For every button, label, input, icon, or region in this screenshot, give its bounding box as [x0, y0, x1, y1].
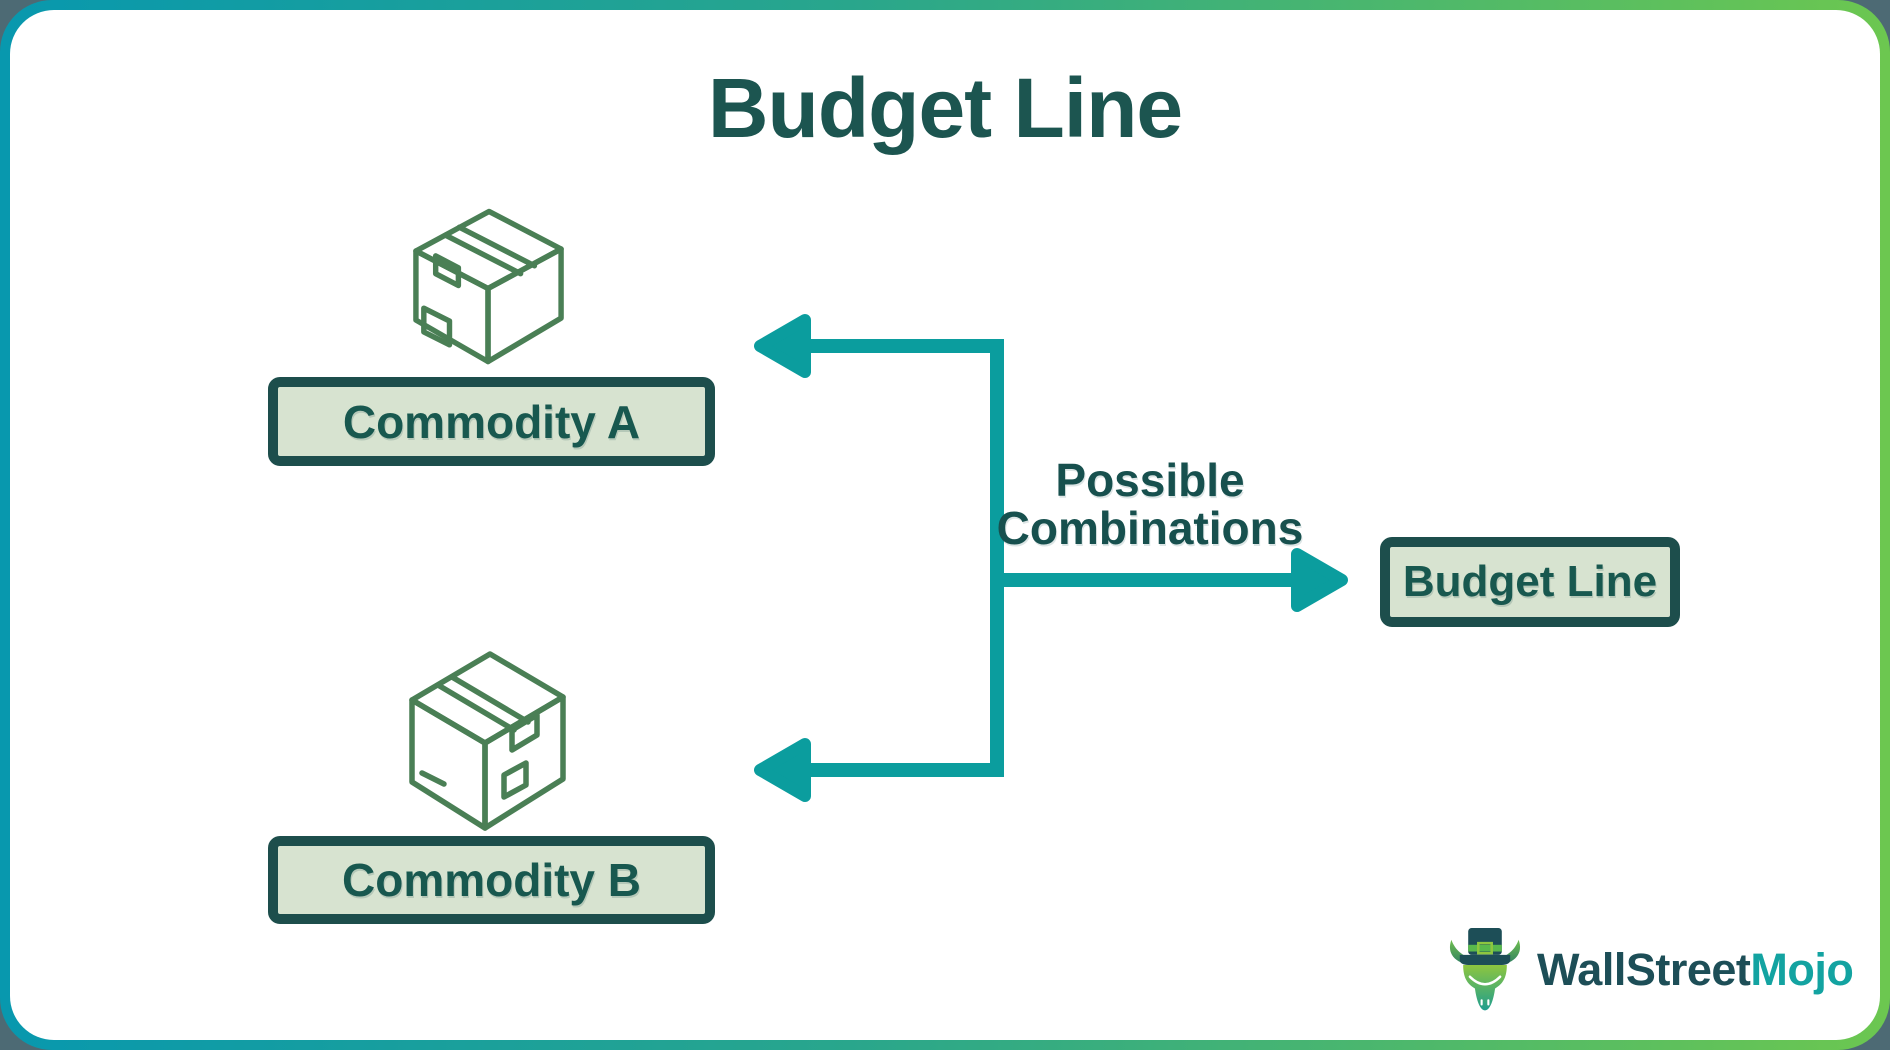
budget-line-node: Budget Line [1380, 537, 1680, 627]
bull-mascot-icon [1449, 928, 1521, 1011]
commodity-a-node: Commodity A [268, 377, 715, 466]
budget-line-label: Budget Line [1402, 557, 1658, 606]
wallstreetmojo-logo: WallStreetMojo [1443, 922, 1854, 1018]
possible-combinations-line2: Combinations [996, 502, 1304, 554]
possible-combinations-line1: Possible [1055, 454, 1245, 506]
page-title: Budget Line [707, 61, 1183, 155]
package-box-icon [413, 208, 564, 365]
commodity-b-label: Commodity B [342, 854, 641, 906]
commodity-a-label: Commodity A [342, 395, 641, 448]
logo-text-mojo: Mojo [1750, 944, 1854, 995]
possible-combinations-label: Possible Combinations [940, 456, 1360, 552]
package-box-icon [409, 651, 566, 831]
commodity-b-node: Commodity B [268, 836, 715, 924]
logo-text-wallstreet: WallStreet [1537, 944, 1751, 995]
logo-wordmark: WallStreetMojo [1537, 944, 1854, 996]
